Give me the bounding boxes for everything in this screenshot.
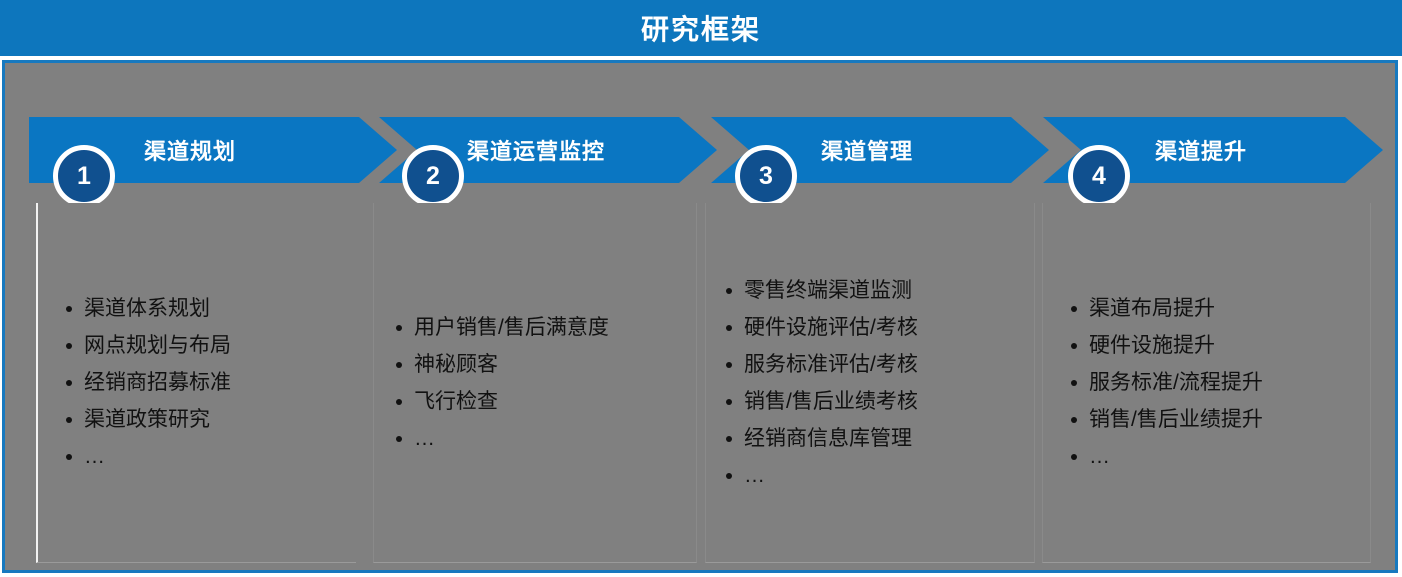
process-step-4-label: 渠道提升 (1155, 139, 1248, 164)
list-item: 服务标准/流程提升 (1069, 364, 1370, 401)
list-item: … (724, 457, 1034, 494)
list-item: 神秘顾客 (394, 346, 696, 383)
list-item: 销售/售后业绩提升 (1069, 401, 1370, 438)
bullet-list-2: 用户销售/售后满意度 神秘顾客 飞行检查 … (374, 309, 696, 457)
process-step-1-label: 渠道规划 (144, 139, 237, 164)
list-item: 硬件设施提升 (1069, 327, 1370, 364)
process-chevron-row: 渠道规划 渠道运营监控 渠道管理 渠道提升 1 2 3 4 (5, 117, 1401, 207)
list-item: 渠道布局提升 (1069, 290, 1370, 327)
bullet-list-3: 零售终端渠道监测 硬件设施评估/考核 服务标准评估/考核 销售/售后业绩考核 经… (706, 272, 1034, 494)
list-item: … (64, 438, 356, 475)
content-panels: 渠道体系规划 网点规划与布局 经销商招募标准 渠道政策研究 … 用户销售/售后满… (5, 203, 1401, 563)
content-panel-3: 零售终端渠道监测 硬件设施评估/考核 服务标准评估/考核 销售/售后业绩考核 经… (705, 203, 1035, 563)
step-number-badge-3: 3 (735, 145, 797, 207)
list-item: 渠道体系规划 (64, 290, 356, 327)
title-banner: 研究框架 (0, 0, 1402, 56)
list-item: 经销商信息库管理 (724, 420, 1034, 457)
bullet-list-4: 渠道布局提升 硬件设施提升 服务标准/流程提升 销售/售后业绩提升 … (1043, 290, 1370, 475)
list-item: 用户销售/售后满意度 (394, 309, 696, 346)
content-panel-4: 渠道布局提升 硬件设施提升 服务标准/流程提升 销售/售后业绩提升 … (1042, 203, 1371, 563)
list-item: 经销商招募标准 (64, 364, 356, 401)
process-step-3-label: 渠道管理 (821, 139, 914, 164)
step-number-badge-2: 2 (402, 145, 464, 207)
step-number-badge-4: 4 (1068, 145, 1130, 207)
diagram-frame: 渠道规划 渠道运营监控 渠道管理 渠道提升 1 2 3 4 渠道体系规划 网点规… (2, 60, 1398, 573)
list-item: 销售/售后业绩考核 (724, 383, 1034, 420)
process-step-2-label: 渠道运营监控 (467, 139, 606, 164)
list-item: 网点规划与布局 (64, 327, 356, 364)
list-item: … (1069, 438, 1370, 475)
list-item: 零售终端渠道监测 (724, 272, 1034, 309)
step-number-badge-1: 1 (53, 145, 115, 207)
list-item: 硬件设施评估/考核 (724, 309, 1034, 346)
list-item: 飞行检查 (394, 383, 696, 420)
list-item: … (394, 420, 696, 457)
bullet-list-1: 渠道体系规划 网点规划与布局 经销商招募标准 渠道政策研究 … (38, 290, 356, 475)
page-title: 研究框架 (640, 14, 761, 45)
list-item: 服务标准评估/考核 (724, 346, 1034, 383)
list-item: 渠道政策研究 (64, 401, 356, 438)
content-panel-2: 用户销售/售后满意度 神秘顾客 飞行检查 … (373, 203, 697, 563)
content-panel-1: 渠道体系规划 网点规划与布局 经销商招募标准 渠道政策研究 … (36, 203, 356, 563)
